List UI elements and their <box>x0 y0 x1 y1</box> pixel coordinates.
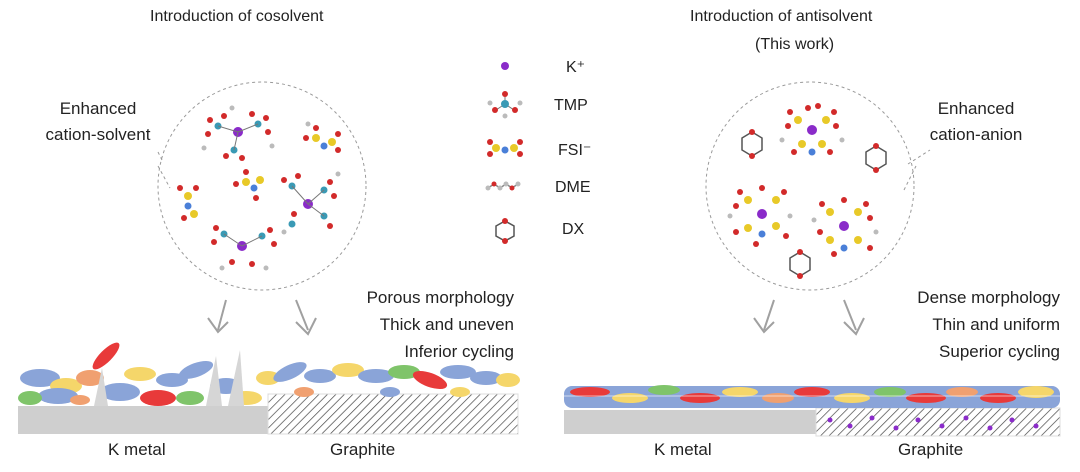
legend-icons <box>485 62 523 244</box>
legend-label-tmp: TMP <box>554 97 588 114</box>
right-arrow-1 <box>753 299 775 334</box>
left-callout: Enhanced cation-solvent <box>28 96 168 148</box>
left-property-3: Inferior cycling <box>404 342 514 361</box>
potassium-ion-icon <box>501 62 509 70</box>
dx-ring-icon <box>495 218 515 244</box>
right-callout: Enhanced cation-anion <box>906 96 1046 148</box>
right-callout-line <box>907 149 931 165</box>
legend-label-dx: DX <box>562 221 585 238</box>
left-solvation-circle <box>157 81 367 291</box>
left-molecular-clusters <box>177 105 341 271</box>
left-arrow-2 <box>295 299 317 336</box>
right-arrow-2 <box>843 299 865 336</box>
right-callout-line-2 <box>903 165 917 191</box>
right-property-1: Dense morphology <box>917 288 1060 307</box>
right-graphite-block <box>815 407 1061 437</box>
right-electrode <box>564 385 1061 437</box>
right-callout-line1: Enhanced <box>937 99 1015 118</box>
right-property-3: Superior cycling <box>939 342 1060 361</box>
left-k-metal-block <box>18 406 268 434</box>
fsi-anion-icon <box>487 139 523 157</box>
legend-label-k: K⁺ <box>566 59 586 76</box>
left-property-2: Thick and uneven <box>379 315 514 334</box>
left-arrow-1 <box>207 299 229 334</box>
right-panel-subtitle: (This work) <box>755 36 835 53</box>
legend-label-dme: DME <box>555 179 591 196</box>
right-properties: Dense morphology Thin and uniform Superi… <box>917 284 1060 365</box>
left-electrode <box>18 342 520 435</box>
right-solvation-circle <box>705 81 915 291</box>
left-panel-title: Introduction of cosolvent <box>150 8 324 25</box>
legend-label-fsi: FSI⁻ <box>558 142 592 159</box>
dme-molecule-icon <box>485 181 521 191</box>
right-panel-title: Introduction of antisolvent <box>690 8 873 25</box>
left-callout-line <box>157 151 163 161</box>
left-k-metal-label: K metal <box>108 440 166 459</box>
right-callout-line2: cation-anion <box>929 125 1023 144</box>
right-graphite-label: Graphite <box>898 440 964 459</box>
arrows <box>207 299 865 336</box>
left-callout-line-2 <box>157 165 171 189</box>
tmp-molecule-icon <box>487 91 523 119</box>
left-properties: Porous morphology Thick and uneven Infer… <box>367 284 514 365</box>
right-molecular-clusters <box>727 103 887 279</box>
right-property-2: Thin and uniform <box>932 315 1060 334</box>
left-property-1: Porous morphology <box>366 288 514 307</box>
right-k-metal-block <box>564 410 816 434</box>
left-graphite-block <box>267 393 519 435</box>
left-callout-line1: Enhanced <box>59 99 137 118</box>
right-k-metal-label: K metal <box>654 440 712 459</box>
left-callout-line2: cation-solvent <box>45 125 151 144</box>
left-graphite-label: Graphite <box>330 440 396 459</box>
